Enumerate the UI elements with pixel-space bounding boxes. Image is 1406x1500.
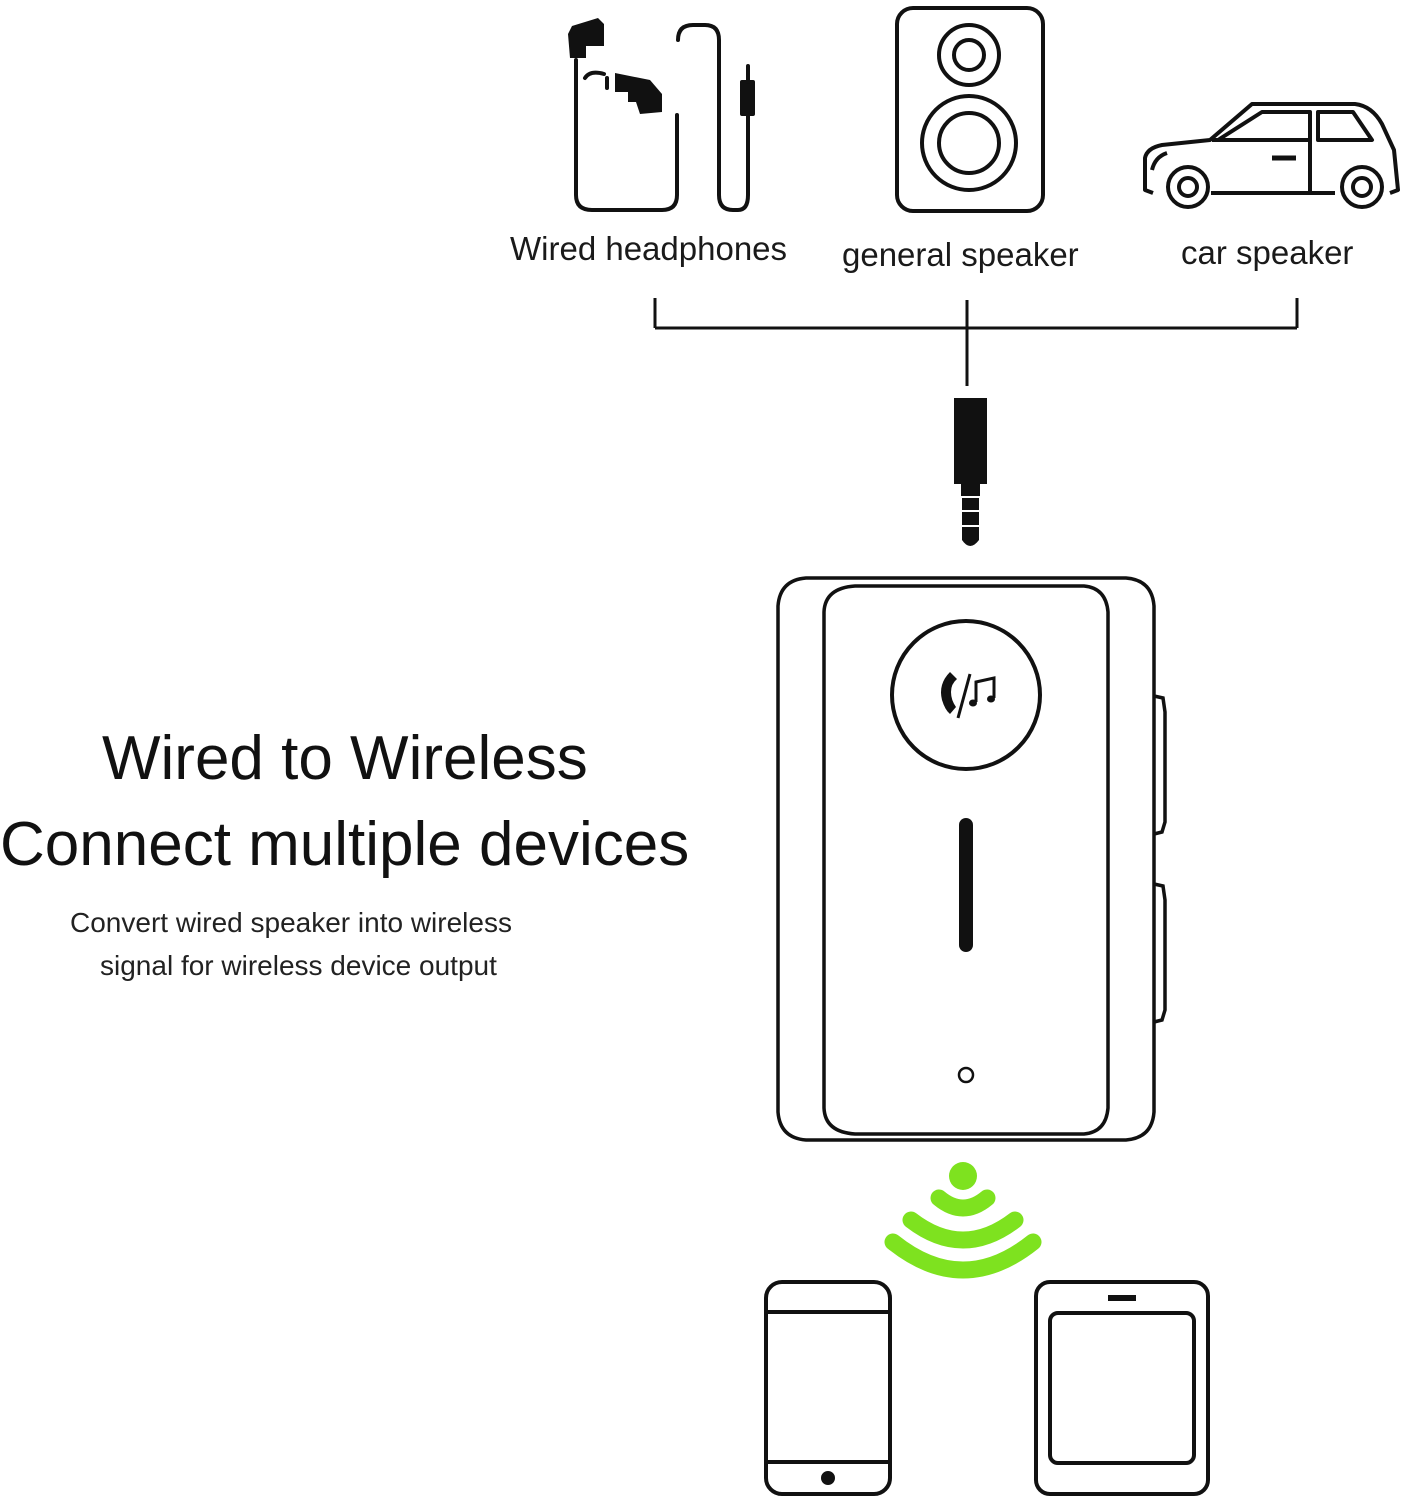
description-line-1: Convert wired speaker into wireless [70, 907, 512, 938]
headphones-label: Wired headphones [510, 230, 788, 267]
connector-bracket [653, 298, 1299, 386]
tablet-icon [1034, 1280, 1210, 1496]
headline-line-2: Connect multiple devices [0, 810, 690, 879]
call-music-icon [941, 672, 996, 719]
speaker-icon [895, 6, 1045, 213]
wired-headphones-icon [568, 18, 755, 212]
smartphone-icon [764, 1280, 892, 1496]
car-icon [1143, 102, 1400, 209]
wireless-signal-icon [884, 1162, 1042, 1279]
car-label: car speaker [1181, 234, 1354, 271]
bluetooth-adapter-icon [776, 576, 1167, 1142]
description-line-2: signal for wireless device output [100, 950, 497, 981]
headline-line-1: Wired to Wireless [102, 724, 588, 793]
audio-jack-icon [954, 398, 987, 546]
speaker-label: general speaker [842, 236, 1079, 273]
